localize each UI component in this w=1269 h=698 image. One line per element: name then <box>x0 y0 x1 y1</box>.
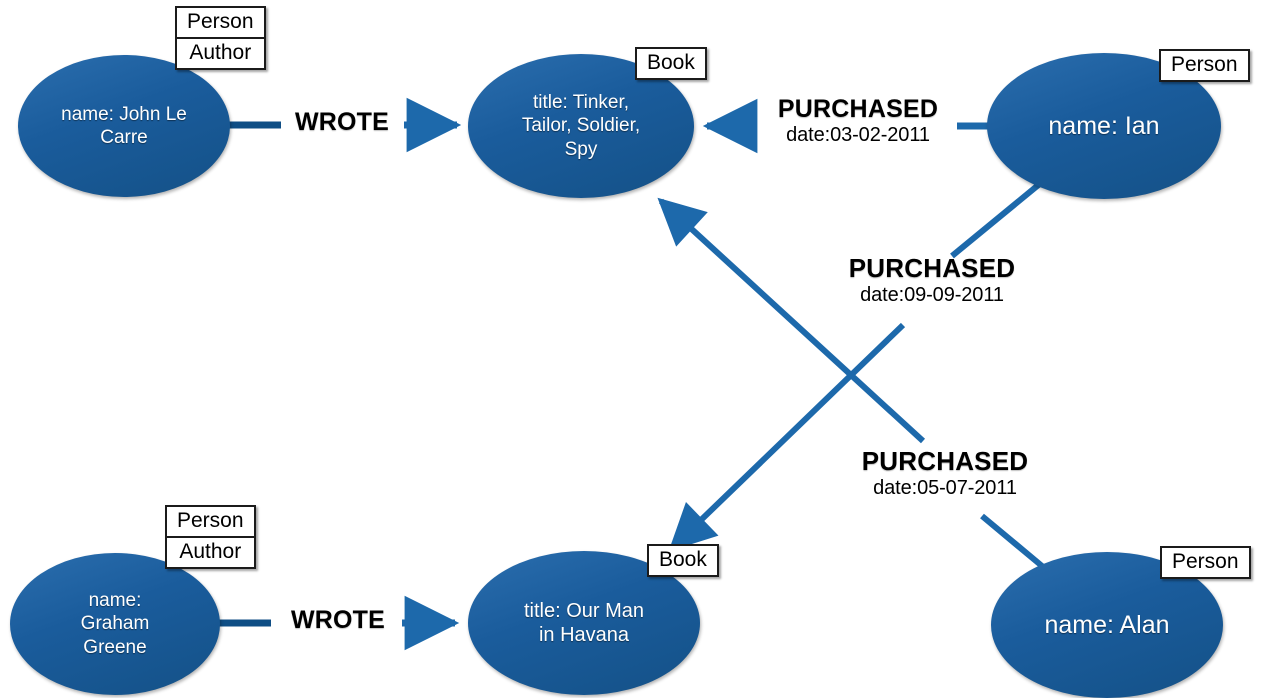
rel-label-purchased-ian-tinker: PURCHASED date:03-02-2011 <box>753 95 963 147</box>
node-john-le-carre-labels: Person Author <box>175 6 266 70</box>
node-ian-labels: Person <box>1159 49 1250 82</box>
node-graham-greene[interactable]: name: Graham Greene <box>10 553 220 695</box>
rel-type-purchased: PURCHASED <box>777 95 939 123</box>
rel-label-purchased-alan-tinker: PURCHASED date:05-07-2011 <box>840 446 1050 500</box>
label-author: Author <box>167 536 254 567</box>
node-tinker-tailor-soldier-spy-text: title: Tinker, Tailor, Soldier, Spy <box>521 92 641 160</box>
node-tinker-tailor-soldier-spy[interactable]: title: Tinker, Tailor, Soldier, Spy <box>468 54 694 198</box>
label-person: Person <box>177 509 244 532</box>
label-person: Person <box>1171 53 1238 76</box>
edge-purchased-ian-havana <box>668 179 1044 552</box>
rel-type-wrote: WROTE <box>294 108 390 136</box>
label-book: Book <box>659 548 707 571</box>
node-john-le-carre[interactable]: name: John Le Carre <box>18 55 230 197</box>
node-alan[interactable]: name: Alan <box>991 552 1223 698</box>
rel-label-wrote-tinker: WROTE <box>276 108 408 137</box>
rel-label-wrote-havana: WROTE <box>272 606 404 635</box>
node-our-man-in-havana-text: title: Our Man in Havana <box>523 599 645 646</box>
rel-property-date: date:09-09-2011 <box>860 284 1004 306</box>
node-alan-labels: Person <box>1160 546 1251 579</box>
rel-property-date: date:03-02-2011 <box>786 124 930 146</box>
rel-label-purchased-ian-havana: PURCHASED date:09-09-2011 <box>827 253 1037 307</box>
edge-purchased-alan-tinker <box>657 197 1044 569</box>
rel-type-purchased: PURCHASED <box>848 253 1016 283</box>
label-person: Person <box>187 10 254 33</box>
label-book: Book <box>647 51 695 74</box>
node-graham-greene-text: name: Graham Greene <box>80 590 150 658</box>
node-ian-text: name: Ian <box>1048 111 1160 140</box>
rel-property-date: date:05-07-2011 <box>873 477 1017 499</box>
node-alan-text: name: Alan <box>1044 610 1170 639</box>
node-john-le-carre-text: name: John Le Carre <box>61 103 187 148</box>
node-tinker-tailor-soldier-spy-labels: Book <box>635 47 707 80</box>
node-our-man-in-havana[interactable]: title: Our Man in Havana <box>468 551 700 695</box>
rel-type-wrote: WROTE <box>290 606 386 634</box>
label-person: Person <box>1172 550 1239 573</box>
node-graham-greene-labels: Person Author <box>165 505 256 569</box>
label-author: Author <box>177 37 264 68</box>
node-our-man-in-havana-labels: Book <box>647 544 719 577</box>
rel-type-purchased: PURCHASED <box>861 446 1029 476</box>
